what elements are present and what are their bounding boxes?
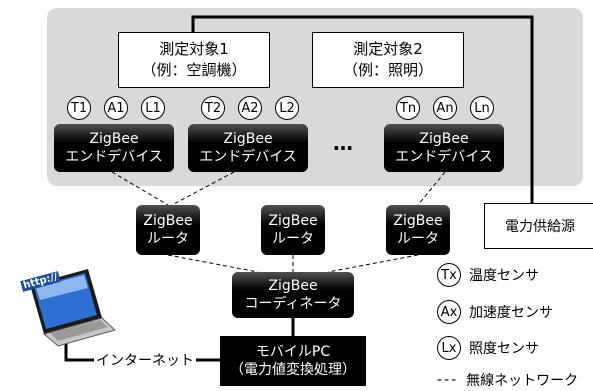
legend-temperature-label: 温度センサ	[469, 268, 539, 284]
legend-illuminance: Lx 照度センサ	[437, 336, 539, 360]
router-3-line2: ルータ	[397, 231, 439, 247]
link-r1-coord	[167, 254, 259, 273]
legend-acceleration-symbol: Ax	[437, 300, 461, 324]
legend-illuminance-label: 照度センサ	[469, 341, 539, 357]
coordinator-line1: ZigBee	[268, 278, 318, 294]
link-ed2-r1	[171, 171, 235, 206]
legend-acceleration-label: 加速度センサ	[469, 305, 553, 321]
router-2: ZigBee ルータ	[261, 205, 325, 255]
target-2-example: （例：照明）	[342, 61, 433, 79]
router-1: ZigBee ルータ	[136, 205, 200, 255]
end-device-3-line2: エンドデバイス	[395, 149, 493, 165]
sensor-l1: L1	[141, 96, 165, 120]
power-supply-box: 電力供給源	[484, 203, 593, 249]
mobile-pc: モバイルPC （電力値変換処理）	[220, 336, 366, 386]
router-3: ZigBee ルータ	[386, 205, 450, 255]
sensor-t2: T2	[201, 96, 225, 120]
laptop-icon	[30, 269, 116, 347]
target-1-name: 測定対象1	[159, 40, 229, 58]
coordinator-line2: コーディネータ	[244, 296, 342, 312]
router-2-line1: ZigBee	[268, 213, 318, 229]
sensor-tn: Tn	[396, 96, 420, 120]
target-2-name: 測定対象2	[353, 40, 423, 58]
end-device-2-line2: エンドデバイス	[199, 149, 297, 165]
wireless-links	[111, 171, 446, 273]
sensor-an: An	[433, 96, 457, 120]
measurement-target-1: 測定対象1 （例：空調機）	[118, 32, 270, 88]
end-device-3-line1: ZigBee	[419, 131, 469, 147]
sensor-a1: A1	[104, 96, 128, 120]
legend-temperature: Tx 温度センサ	[437, 263, 539, 287]
link-ed1-r1	[111, 171, 169, 206]
legend-temperature-symbol: Tx	[437, 263, 461, 287]
router-3-line1: ZigBee	[393, 213, 443, 229]
legend-wireless: --- 無線ネットワーク	[437, 370, 578, 390]
legend-wireless-label: 無線ネットワーク	[466, 373, 579, 389]
link-r3-coord	[327, 254, 419, 273]
router-1-line1: ZigBee	[143, 213, 193, 229]
sensor-l2: L2	[275, 96, 299, 120]
sensor-ln: Ln	[470, 96, 494, 120]
end-device-1-line1: ZigBee	[89, 131, 139, 147]
legend-wireless-symbol: ---	[437, 372, 459, 388]
link-ed3-r3	[417, 171, 446, 206]
mobile-pc-line1: モバイルPC	[255, 344, 331, 360]
legend-acceleration: Ax 加速度センサ	[437, 300, 553, 324]
end-device-1-line2: エンドデバイス	[65, 149, 163, 165]
end-device-2-line1: ZigBee	[223, 131, 273, 147]
legend-illuminance-symbol: Lx	[437, 336, 461, 360]
router-2-line2: ルータ	[272, 231, 314, 247]
mobile-pc-line2: （電力値変換処理）	[230, 362, 356, 378]
sensor-t1: T1	[67, 96, 91, 120]
ellipsis: …	[333, 131, 354, 155]
end-device-2: ZigBee エンドデバイス	[188, 124, 308, 172]
coordinator: ZigBee コーディネータ	[232, 272, 354, 318]
end-device-3: ZigBee エンドデバイス	[384, 124, 504, 172]
internet-label: インターネット	[94, 350, 196, 370]
sensor-a2: A2	[238, 96, 262, 120]
target-1-example: （例：空調機）	[141, 61, 247, 79]
end-device-1: ZigBee エンドデバイス	[54, 124, 174, 172]
measurement-target-2: 測定対象2 （例：照明）	[312, 32, 464, 88]
router-1-line2: ルータ	[147, 231, 189, 247]
